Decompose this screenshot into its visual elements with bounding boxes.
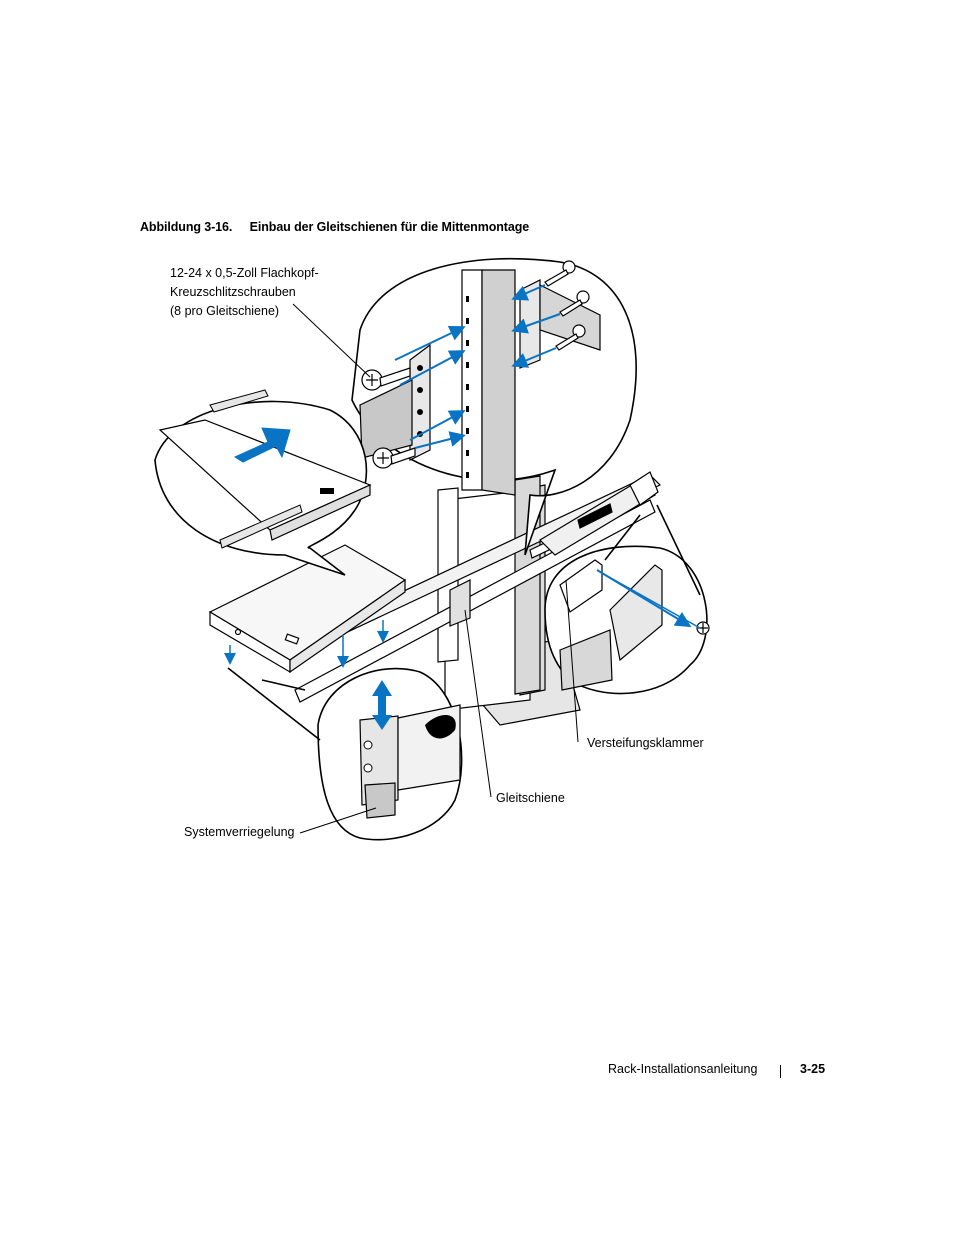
figure-title: Einbau der Gleitschienen für die Mittenm… [249, 220, 530, 234]
screws-label: 12-24 x 0,5-Zoll Flachkopf- Kreuzschlitz… [170, 264, 319, 321]
screws-label-line2: Kreuzschlitzschrauben [170, 285, 296, 299]
screws-label-line1: 12-24 x 0,5-Zoll Flachkopf- [170, 266, 319, 280]
screw-detail-callout [351, 257, 637, 556]
latch-label: Systemverriegelung [184, 825, 295, 839]
rail-label: Gleitschiene [496, 791, 565, 805]
footer-separator [780, 1065, 781, 1078]
guide-title: Rack-Installationsanleitung [608, 1062, 758, 1076]
rail-rear [539, 471, 659, 556]
latch-detail-callout [317, 667, 463, 841]
callout-connectors [227, 504, 701, 741]
figure-caption: Abbildung 3-16. Einbau der Gleitschienen… [140, 220, 529, 234]
bracket-label: Versteifungsklammer [587, 736, 704, 750]
page-number: 3-25 [800, 1062, 826, 1076]
page-footer: Rack-Installationsanleitung 3-25 [0, 1062, 954, 1082]
slide-detail-callout [154, 389, 372, 576]
leader-lines [292, 303, 579, 834]
figure-number: Abbildung 3-16. [140, 220, 233, 234]
bracket-detail-callout [544, 545, 710, 695]
server-chassis [208, 544, 407, 674]
screws-label-line3: (8 pro Gleitschiene) [170, 304, 280, 318]
mount-arrows [224, 620, 389, 668]
